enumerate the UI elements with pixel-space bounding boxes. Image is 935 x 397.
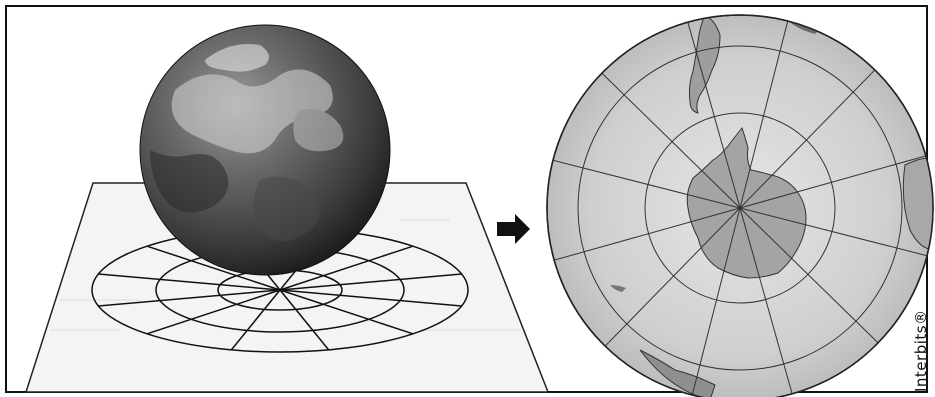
earth-globe (140, 25, 390, 275)
right-arrow-icon (497, 214, 530, 244)
azimuthal-projection-map (546, 14, 935, 397)
watermark-text: Interbits® (912, 309, 930, 392)
